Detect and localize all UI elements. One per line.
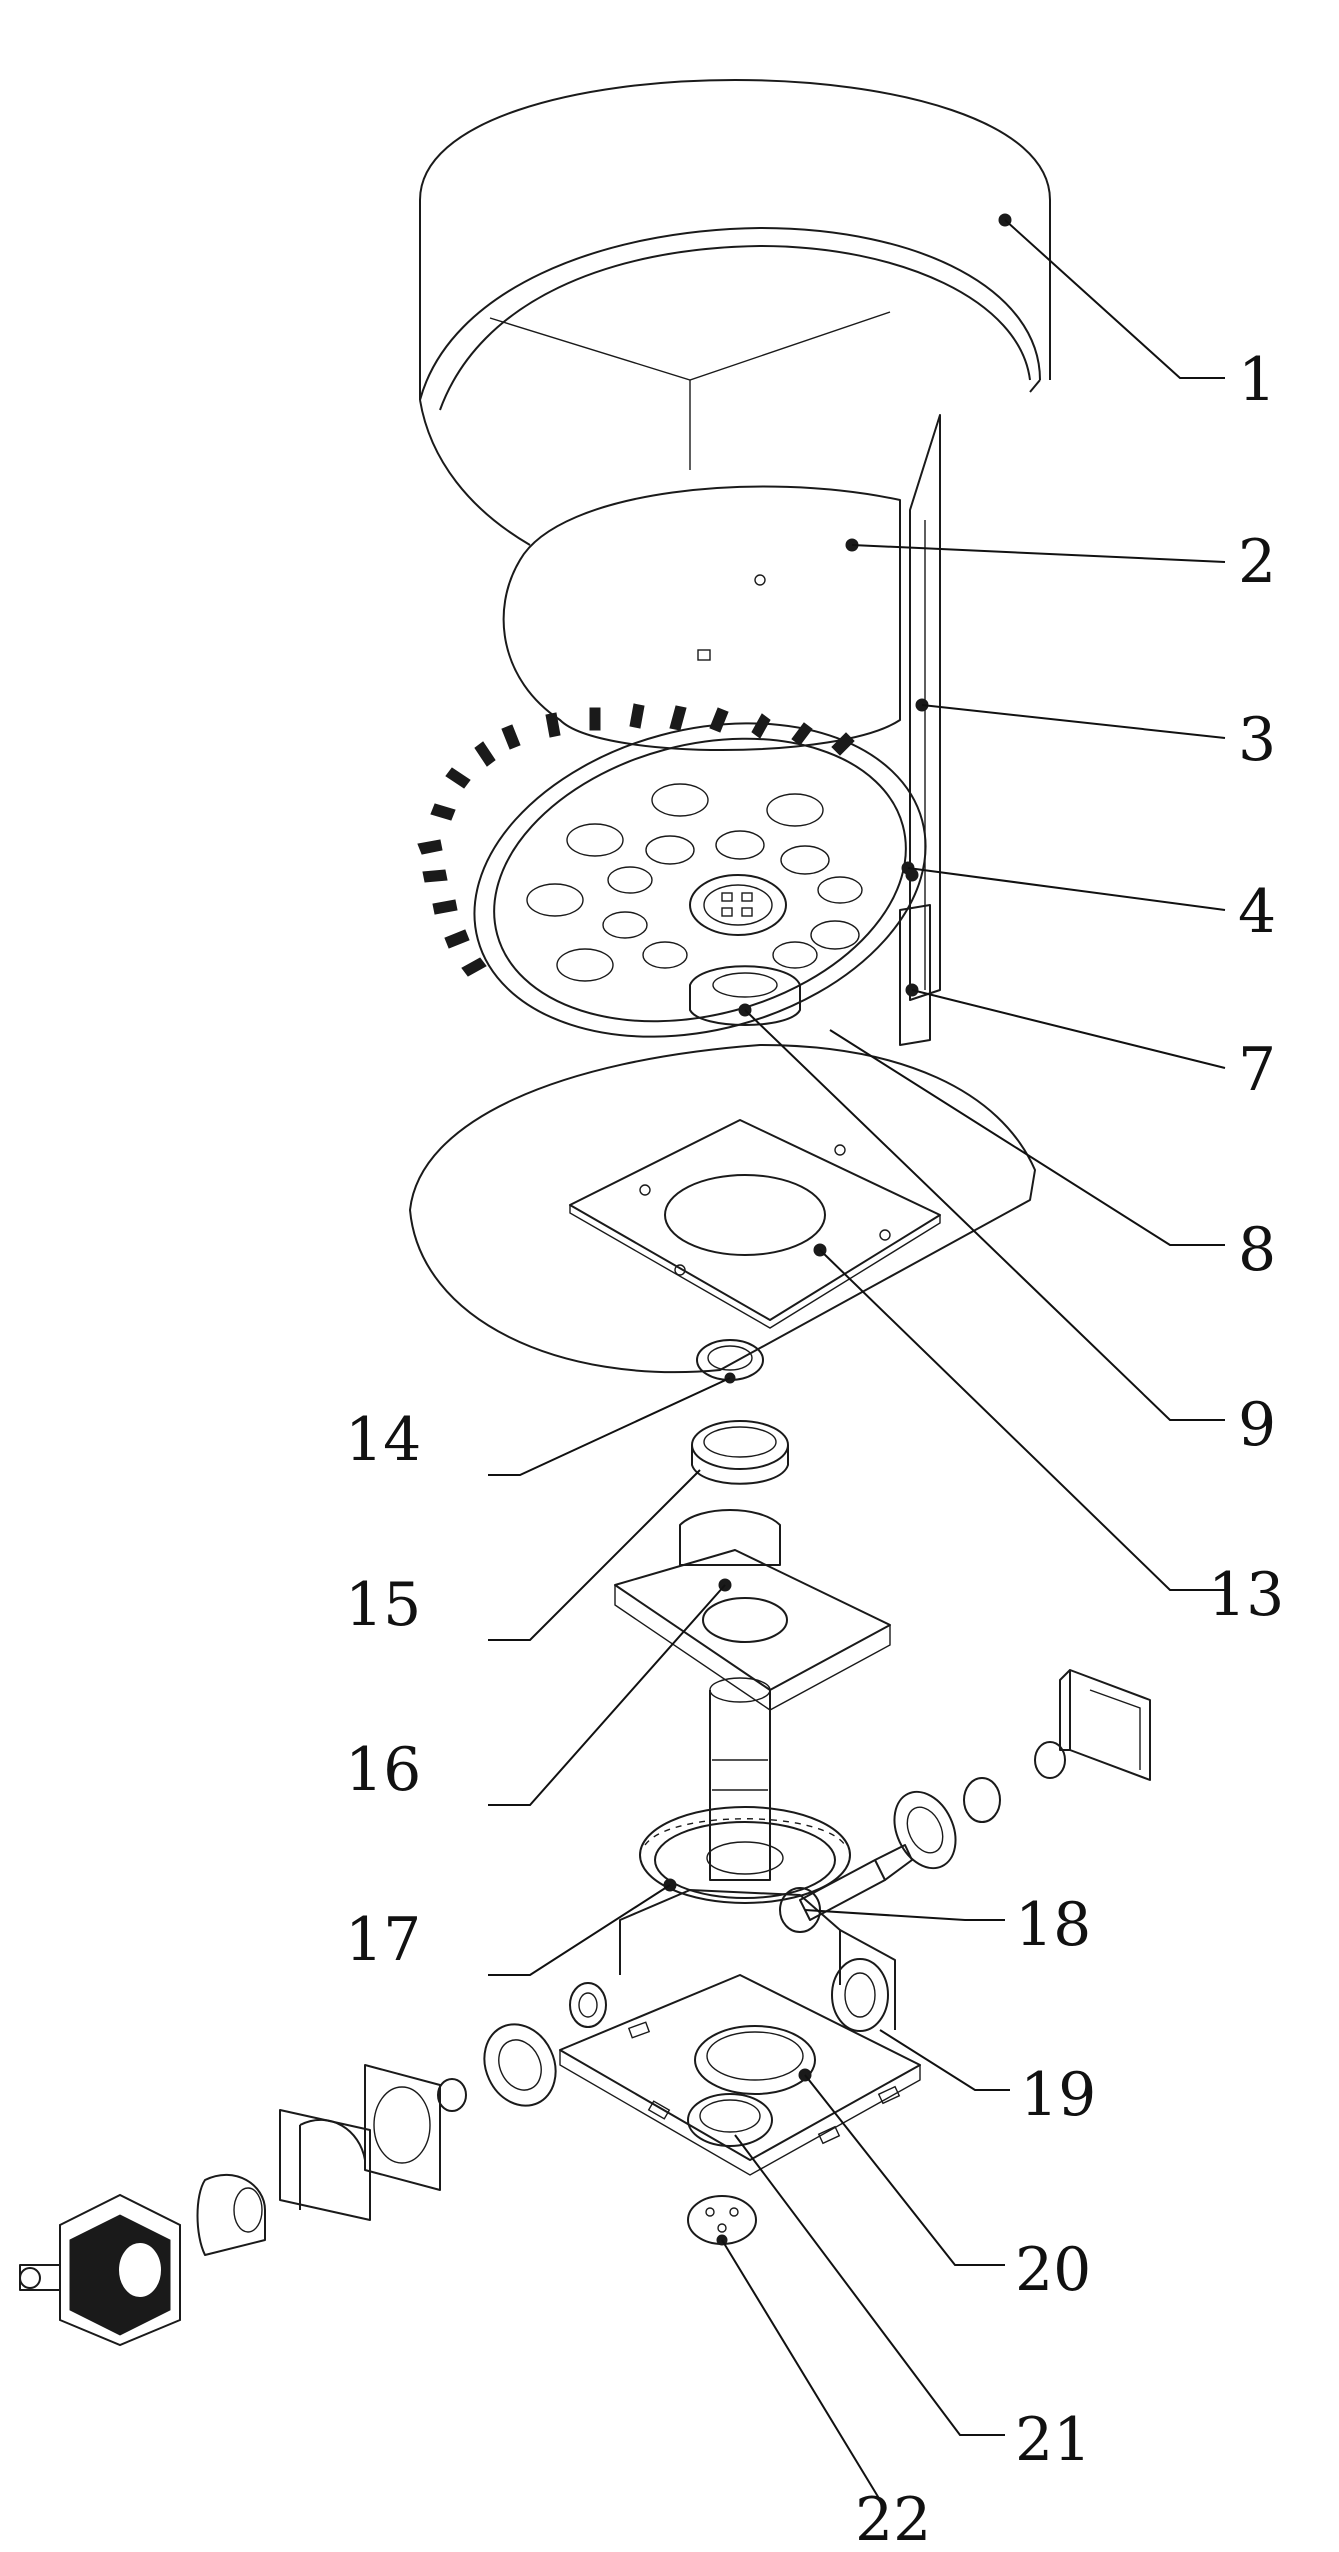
callout-19: 19	[1020, 2060, 1096, 2130]
callout-20: 20	[1015, 2235, 1091, 2305]
callout-labels: 1 2 3 4 7 8 9 13 14 15 16 17 18 19 20 21…	[345, 345, 1284, 2552]
right-bearings	[883, 1670, 1150, 1878]
callout-16: 16	[345, 1735, 421, 1805]
tray-hub	[690, 875, 786, 935]
callout-8: 8	[1238, 1215, 1276, 1285]
part-4-rotary-tray	[418, 676, 961, 1085]
part-21-lower-bearing	[688, 2094, 772, 2146]
part-14-bearing	[697, 1340, 763, 1383]
part-13-base-disc	[410, 1045, 1035, 1372]
part-15-bearing	[692, 1421, 788, 1484]
callout-7: 7	[1238, 1035, 1276, 1105]
motor-assembly	[20, 1983, 606, 2345]
callout-13: 13	[1208, 1560, 1284, 1630]
callout-14: 14	[345, 1405, 421, 1475]
part-17-worm-gear	[640, 1807, 850, 1903]
part-18-worm-shaft	[780, 1845, 912, 1932]
square-mount-plate	[570, 1120, 940, 1328]
callout-2: 2	[1238, 527, 1276, 597]
callout-1: 1	[1238, 345, 1276, 415]
callout-18: 18	[1015, 1890, 1091, 1960]
part-16-intermediate-plate	[615, 1510, 890, 1710]
part-3-vertical-bracket	[906, 415, 940, 1000]
tray-holes	[527, 784, 862, 981]
part-22-end-cap	[688, 2196, 756, 2245]
callout-22: 22	[855, 2485, 931, 2552]
callout-9: 9	[1238, 1390, 1276, 1460]
callout-15: 15	[345, 1570, 421, 1640]
callout-3: 3	[1238, 705, 1276, 775]
main-shaft	[710, 1678, 770, 1880]
leader-lines	[488, 220, 1225, 2500]
callout-4: 4	[1238, 877, 1276, 947]
part-1-cylindrical-cover	[420, 80, 1050, 545]
callout-17: 17	[345, 1905, 421, 1975]
part-2-top-disc	[504, 487, 900, 751]
part-19-gearbox-housing	[560, 1890, 920, 2175]
callout-21: 21	[1015, 2405, 1091, 2475]
